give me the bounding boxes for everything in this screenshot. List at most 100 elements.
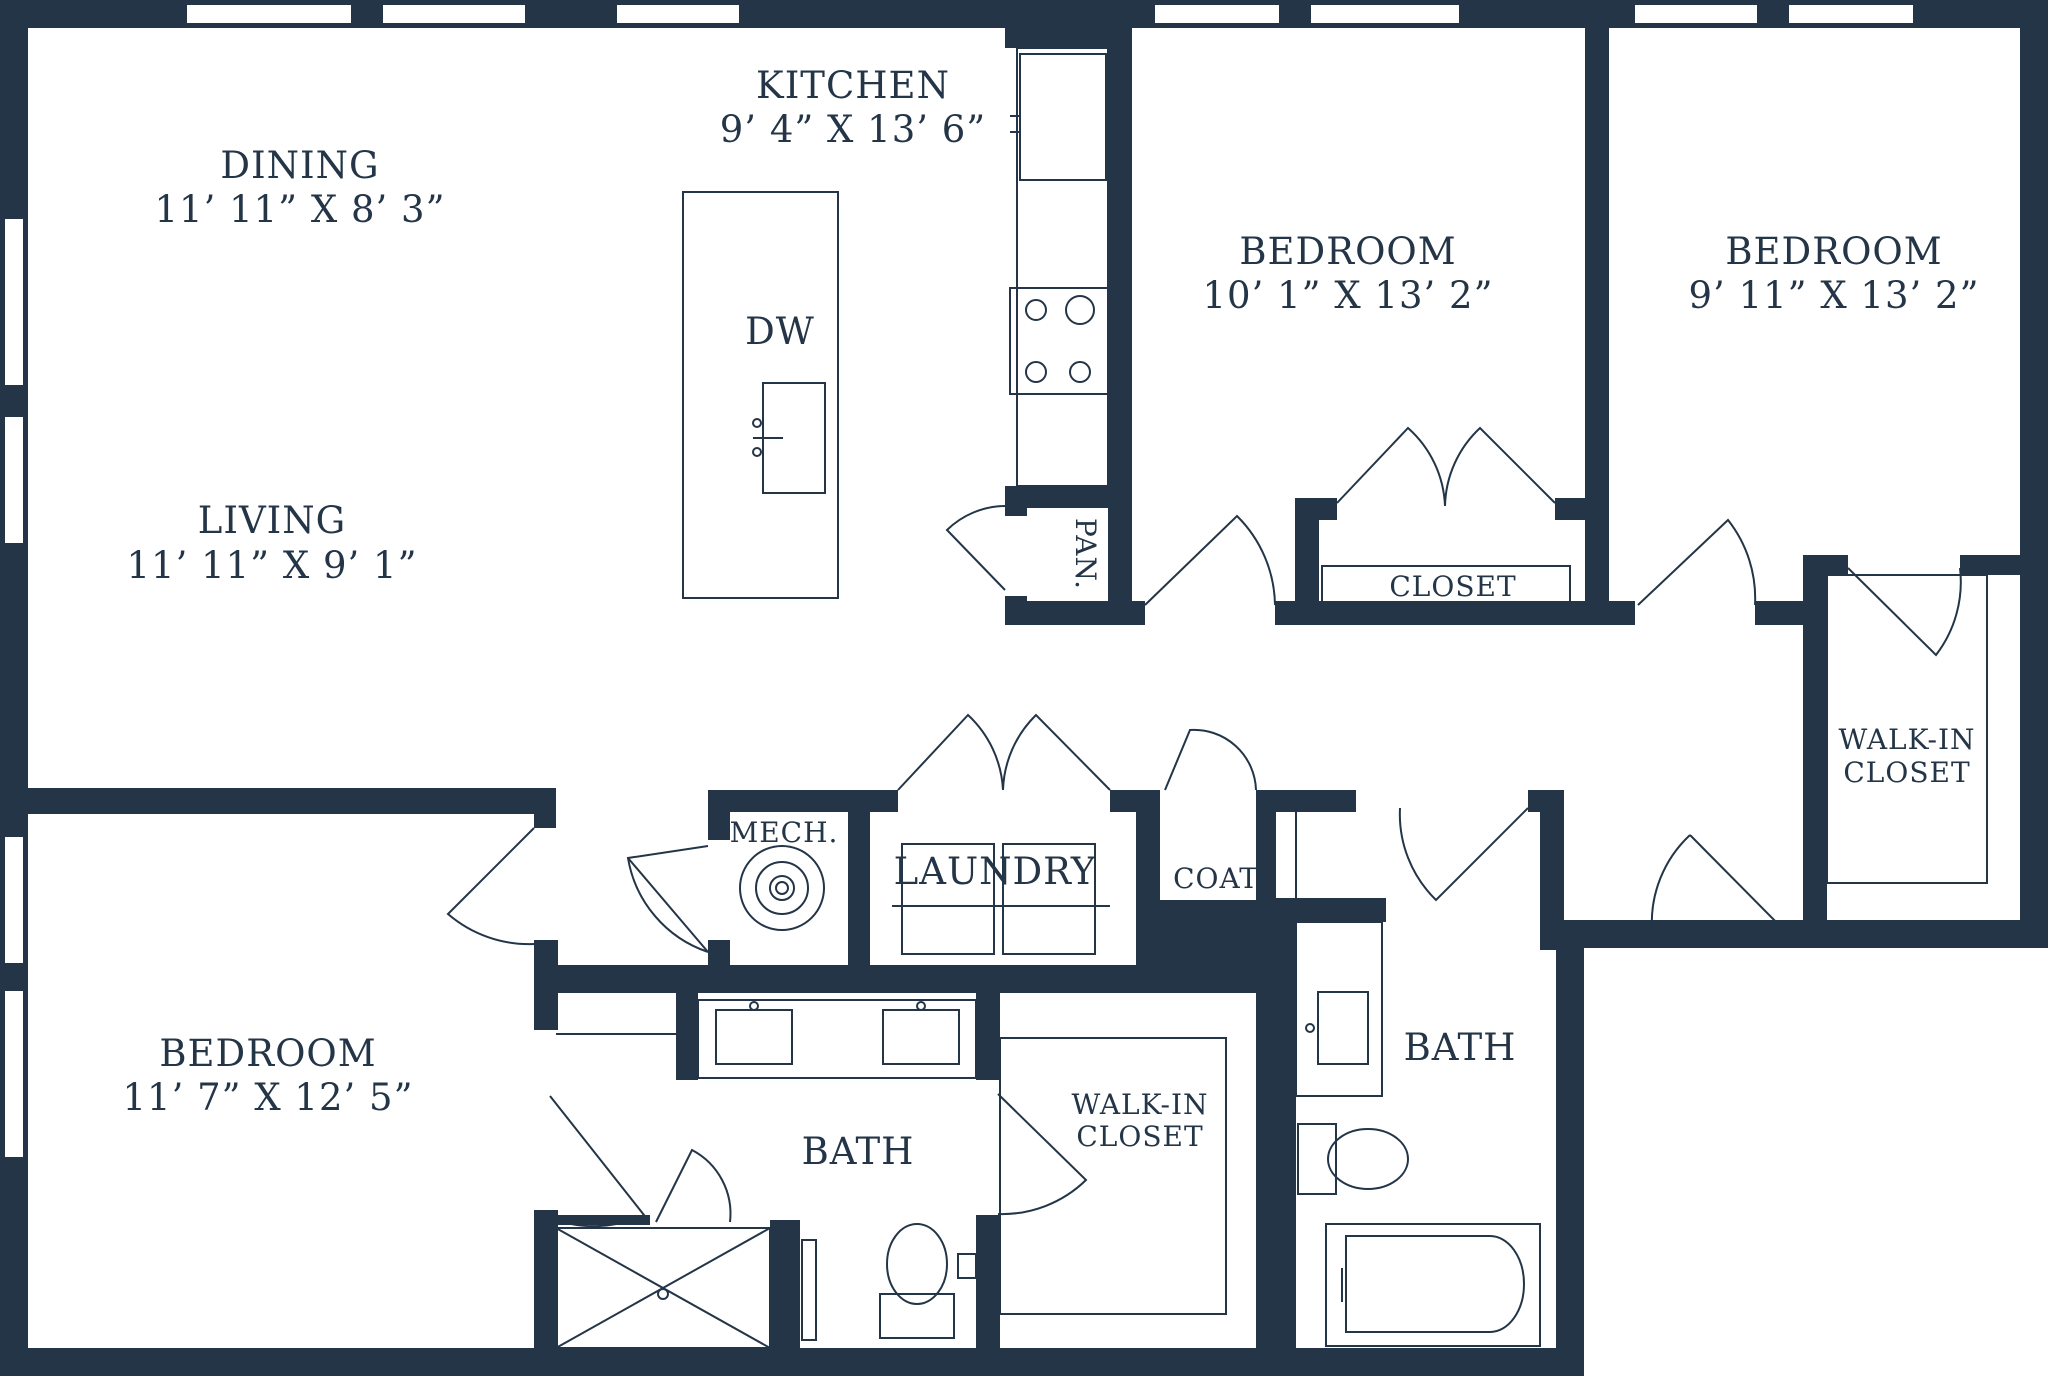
- window-top-7: [1787, 3, 1915, 25]
- bedroom-primary-label: BEDROOM: [159, 1032, 376, 1075]
- wall-laundry-top-a: [848, 790, 898, 812]
- primary-bath-fixtures: [555, 999, 1227, 1349]
- wall-pantry-top: [1005, 486, 1110, 508]
- windows: [3, 3, 1915, 1159]
- bedroom-right-dims: 9’ 11” X 13’ 2”: [1689, 274, 1980, 317]
- bathtub: [1325, 1223, 1541, 1347]
- window-left-1: [3, 217, 25, 387]
- vanity-sink-1: [715, 1009, 793, 1065]
- window-top-2: [381, 3, 527, 25]
- shower: [555, 1227, 771, 1349]
- bedroom-primary-dims: 11’ 7” X 12’ 5”: [123, 1076, 414, 1119]
- bath2-toilet-bowl: [1327, 1128, 1409, 1190]
- vanity-sink-2: [882, 1009, 960, 1065]
- walkin-right-shelf: [1826, 574, 1988, 884]
- window-top-3: [615, 3, 741, 25]
- bedroom-mid-label: BEDROOM: [1239, 230, 1456, 273]
- coat-label: COAT: [1173, 862, 1259, 895]
- wall-closet-top-a: [1295, 498, 1337, 520]
- wall-closet-top-b: [1555, 498, 1595, 520]
- dryer: [1002, 843, 1096, 955]
- closet-mid-shelf: [1321, 565, 1571, 603]
- wall-bedrooms-bottom-a: [1275, 601, 1635, 625]
- towel-bar: [801, 1239, 817, 1341]
- bath2-vanity: [1295, 921, 1383, 1097]
- window-left-3: [3, 835, 25, 965]
- second-bath-fixtures: [1295, 812, 1541, 1347]
- water-heater: [739, 845, 825, 931]
- wall-primary-bedroom-east-lower: [534, 1210, 558, 1350]
- walkin-primary-label-1: WALK-IN: [1071, 1088, 1208, 1121]
- wall-mech-right: [848, 790, 870, 968]
- wall-right: [2020, 0, 2048, 945]
- kitchen-island: [682, 191, 839, 599]
- walkin-primary-label-2: CLOSET: [1076, 1120, 1203, 1153]
- wall-vanity-right: [976, 990, 1000, 1080]
- bath2-toilet-tank: [1297, 1123, 1337, 1195]
- wall-kitchen-nook: [1005, 28, 1110, 48]
- dining-label: DINING: [220, 144, 379, 187]
- living-dims: 11’ 11” X 9’ 1”: [127, 544, 418, 587]
- wall-walkin-top-a: [1803, 555, 1848, 575]
- pantry-label: PAN.: [1069, 518, 1102, 590]
- wall-vanity-left: [676, 990, 698, 1080]
- mech-label: MECH.: [730, 816, 839, 849]
- wall-walkin-top-b: [1960, 555, 2030, 575]
- laundry-label: LAUNDRY: [894, 850, 1097, 893]
- wall-pantry-left: [1005, 486, 1027, 516]
- toilet-bowl: [886, 1223, 948, 1305]
- window-top-1: [185, 3, 353, 25]
- wall-left: [0, 0, 28, 1376]
- counter-run: [1016, 47, 1109, 487]
- room-labels: KITCHEN 9’ 4” X 13’ 6” DINING 11’ 11” X …: [123, 64, 1980, 1173]
- wall-bath2-top: [1276, 790, 1356, 812]
- window-top-5: [1309, 3, 1461, 25]
- walkin-right-label-1: WALK-IN: [1838, 723, 1975, 756]
- laundry-fixtures: [739, 843, 1110, 955]
- window-top-4: [1153, 3, 1281, 25]
- wall-mid-core: [1256, 900, 1296, 1376]
- range: [1009, 287, 1109, 395]
- dining-dims: 11’ 11” X 8’ 3”: [155, 188, 446, 231]
- wall-kitchen-bedroom: [1108, 0, 1132, 625]
- wall-bedroom-stub: [534, 788, 556, 828]
- bedroom-mid-dims: 10’ 1” X 13’ 2”: [1203, 274, 1494, 317]
- doors: [446, 426, 1962, 1228]
- wall-coat-right: [1256, 790, 1276, 900]
- closet-mid-label: CLOSET: [1389, 570, 1516, 603]
- wall-closet-west: [976, 1215, 1000, 1376]
- bath2-sink: [1317, 991, 1369, 1065]
- wall-pantry-bottom: [1005, 601, 1145, 625]
- wall-shower-right: [770, 1220, 800, 1350]
- kitchen-label: KITCHEN: [756, 64, 950, 107]
- wall-bedrooms-bottom-b: [1755, 601, 1805, 625]
- wall-living-bedroom: [0, 788, 556, 814]
- wall-walkin-left: [1803, 555, 1827, 948]
- bath-primary-label: BATH: [802, 1130, 915, 1173]
- washer: [901, 843, 995, 955]
- living-label: LIVING: [198, 499, 346, 542]
- wall-bath2-right: [1540, 790, 1564, 950]
- wall-mech-leftb: [708, 940, 730, 970]
- wall-bedroom-bedroom: [1585, 0, 1609, 625]
- kitchen-dims: 9’ 4” X 13’ 6”: [720, 108, 986, 151]
- window-left-4: [3, 989, 25, 1159]
- wall-bath2-mid: [1276, 898, 1386, 922]
- dishwasher-label: DW: [745, 310, 815, 353]
- wall-right-lower: [1556, 920, 1584, 1376]
- wall-mech-left: [708, 790, 730, 840]
- window-left-2: [3, 415, 25, 545]
- kitchen-fixtures: [682, 47, 1109, 599]
- refrigerator: [1019, 53, 1107, 181]
- toilet-tank: [879, 1293, 955, 1339]
- bedroom-right-label: BEDROOM: [1725, 230, 1942, 273]
- wall-pantry-leftb: [1005, 596, 1027, 625]
- window-top-6: [1633, 3, 1759, 25]
- wall-shower-top: [550, 1215, 650, 1225]
- wall-coat-bottom: [1136, 900, 1276, 968]
- closet-lines: [1321, 565, 1988, 884]
- walkin-closet-primary-shelf: [999, 1037, 1227, 1315]
- wall-mech-top: [708, 790, 868, 812]
- wall-bottom-left: [0, 1348, 1584, 1376]
